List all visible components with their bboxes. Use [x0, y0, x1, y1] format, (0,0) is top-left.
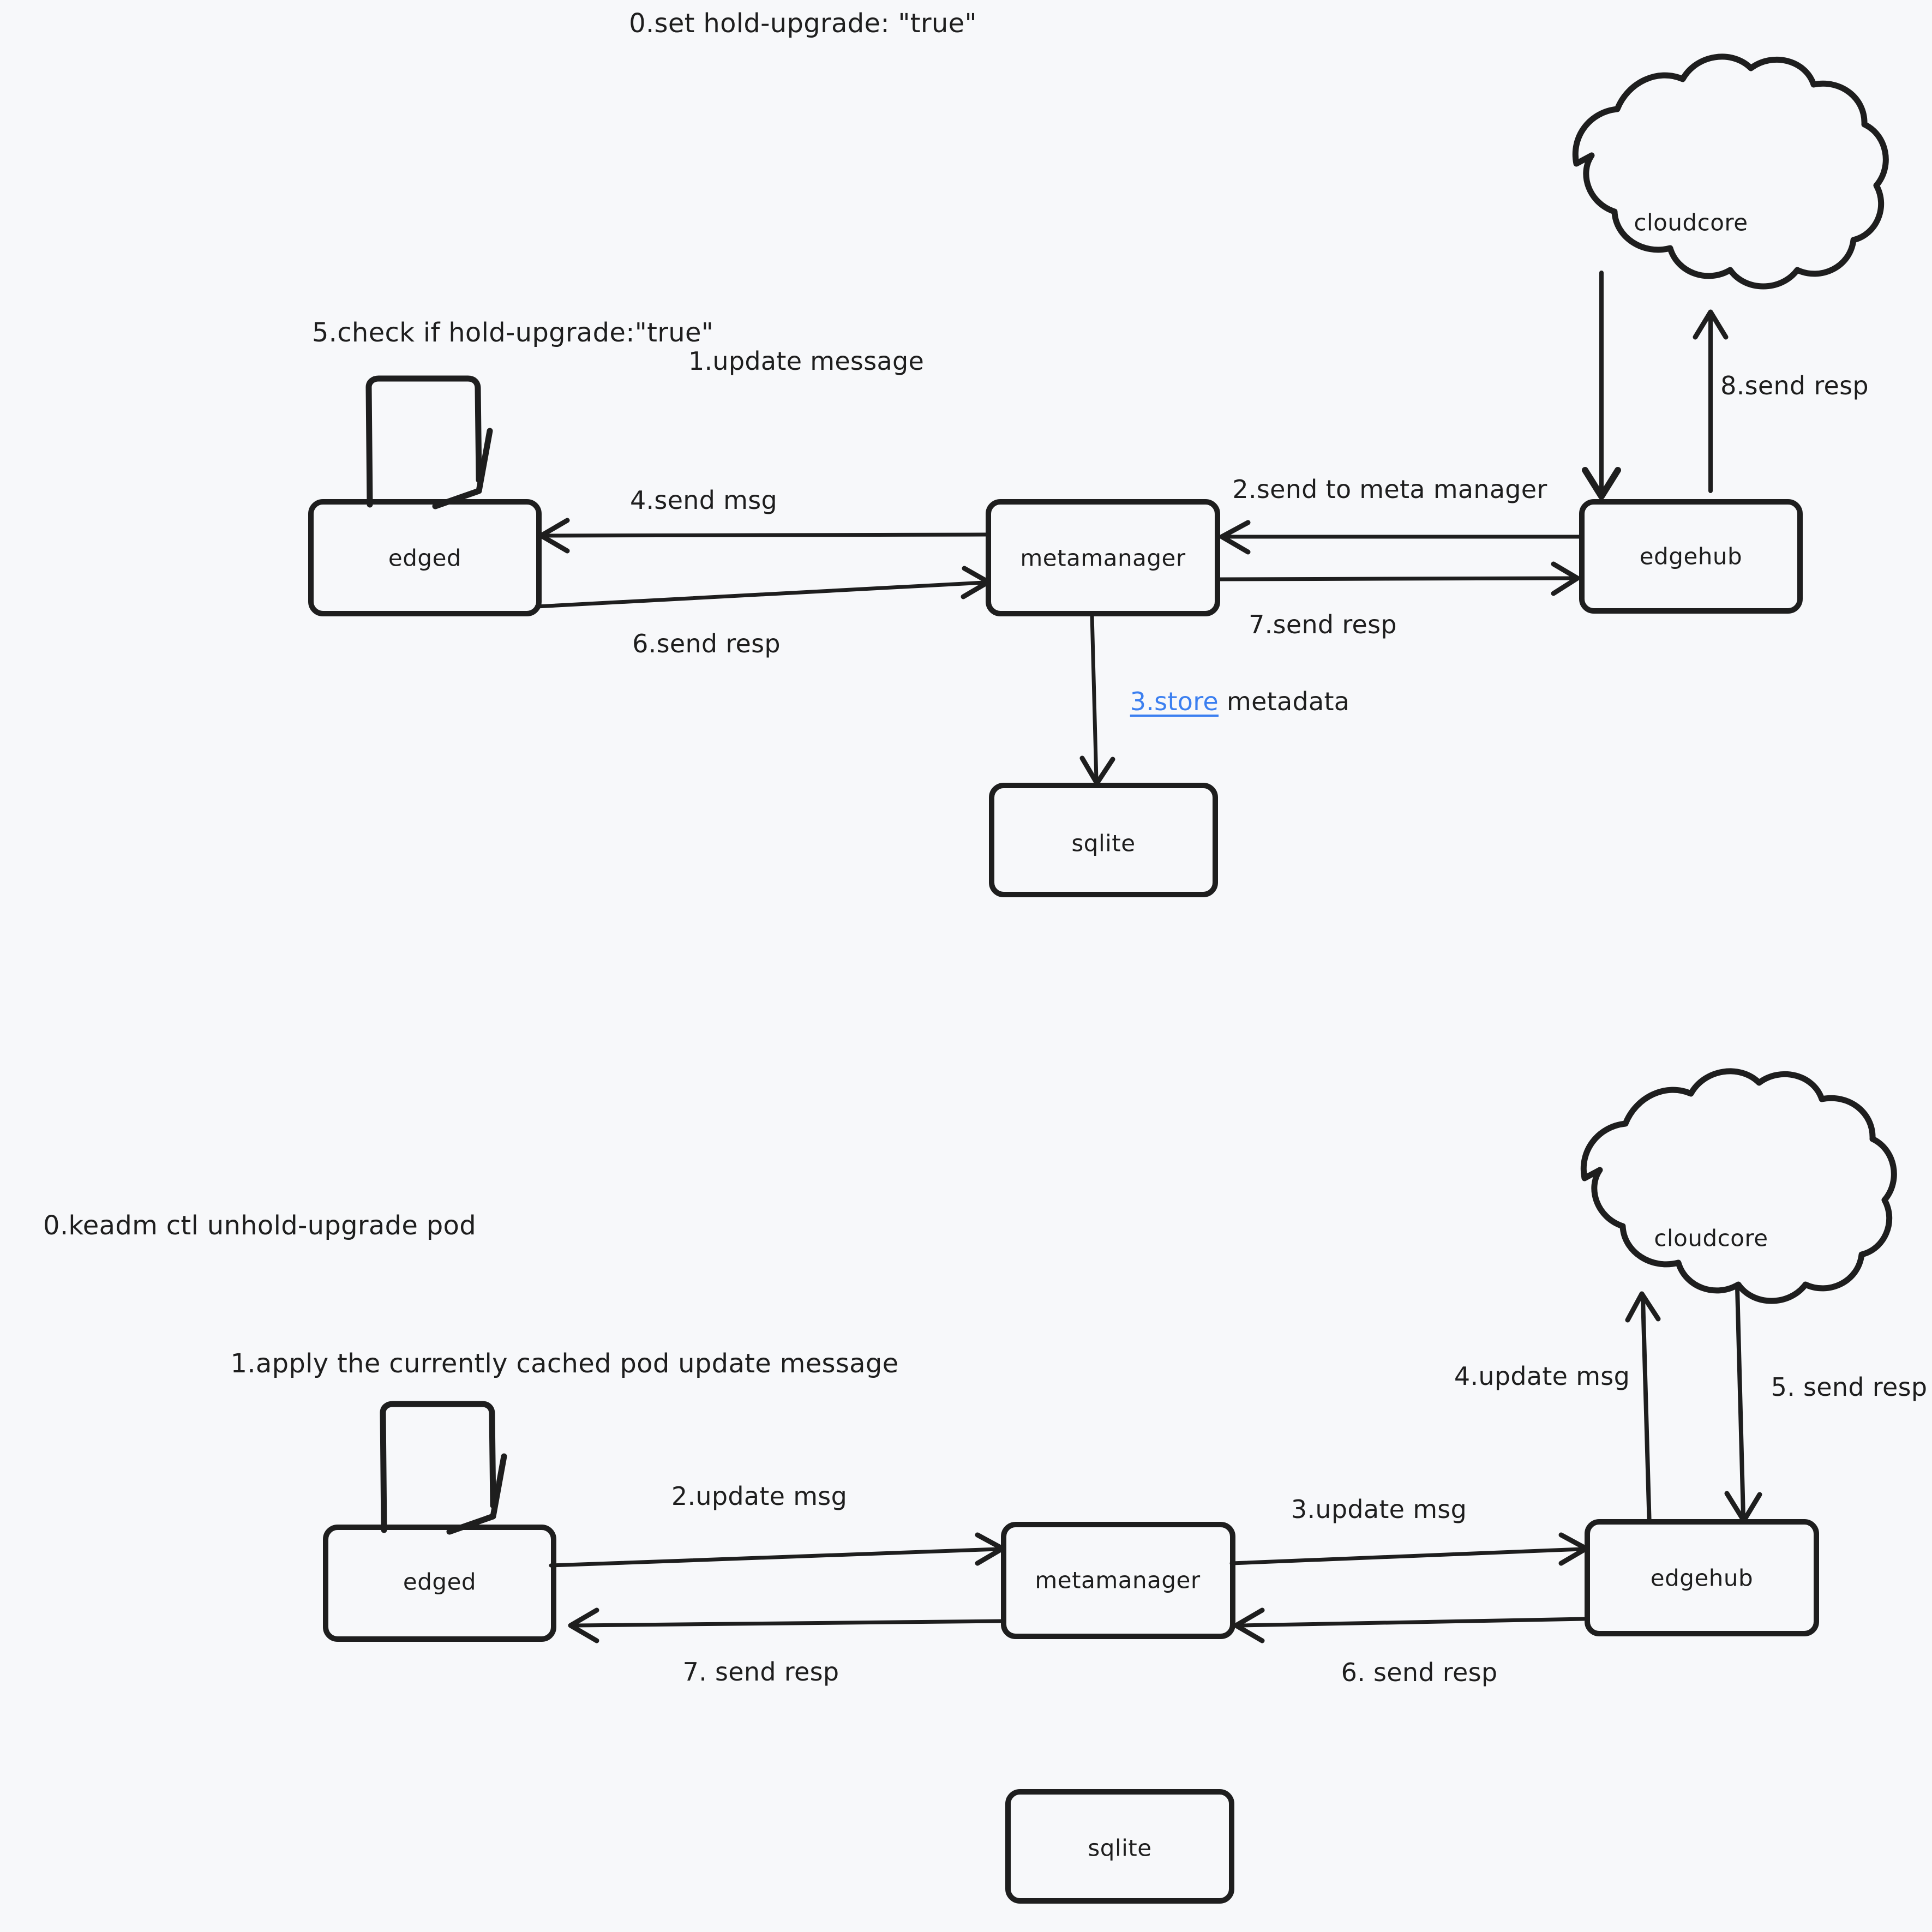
node-label-edgehub-bottom: edgehub — [1650, 1564, 1754, 1592]
edge-metamanager-to-edgehub-top — [1217, 561, 1580, 596]
node-edgehub-bottom[interactable] — [1585, 1519, 1819, 1636]
edge-metamanager-to-edged-top — [538, 518, 988, 554]
node-label-edged-bottom: edged — [403, 1568, 477, 1595]
store-metadata-plain: metadata — [1219, 687, 1350, 716]
edge-edged-to-metamanager-top — [535, 566, 991, 609]
edge-label-3-store-metadata: 3.store metadata — [1130, 687, 1350, 716]
edge-edgehub-to-metamanager-top — [1219, 520, 1582, 555]
edge-label-update-message: 1.update message — [688, 346, 925, 376]
node-edged-top[interactable] — [308, 499, 542, 616]
edge-edged-self-loop-bottom — [380, 1401, 507, 1535]
node-label-cloudcore-top: cloudcore — [1634, 209, 1748, 236]
node-label-cloudcore-bottom: cloudcore — [1654, 1225, 1768, 1252]
edge-edgehub-to-cloudcore-top — [1693, 309, 1729, 493]
edge-edgehub-to-metamanager-bottom — [1233, 1607, 1586, 1643]
edge-cloudcore-to-edgehub-top — [1582, 271, 1621, 500]
edge-label-2-update-msg: 2.update msg — [671, 1481, 848, 1511]
node-cloudcore-top[interactable] — [1572, 53, 1889, 290]
edge-label-7-send-resp-bottom: 7. send resp — [682, 1657, 839, 1687]
edge-metamanager-to-edgehub-bottom — [1229, 1532, 1589, 1566]
edge-label-4-update-msg: 4.update msg — [1454, 1361, 1630, 1391]
node-metamanager-bottom[interactable] — [1001, 1522, 1235, 1639]
edge-label-4-send-msg: 4.send msg — [629, 485, 778, 515]
edge-edgehub-to-cloudcore-bottom — [1625, 1291, 1661, 1529]
edge-label-6-send-resp: 6.send resp — [632, 629, 781, 658]
node-cloudcore-bottom[interactable] — [1580, 1068, 1897, 1304]
node-label-edged-top: edged — [388, 544, 462, 572]
edge-edged-to-metamanager-bottom — [549, 1532, 1005, 1568]
note-check-hold-upgrade: 5.check if hold-upgrade:"true" — [311, 317, 714, 348]
edge-metamanager-to-edged-bottom — [568, 1607, 1004, 1643]
node-edgehub-top[interactable] — [1579, 499, 1803, 614]
edge-metamanager-to-sqlite-top — [1079, 613, 1115, 786]
node-label-metamanager-bottom: metamanager — [1035, 1567, 1201, 1594]
node-sqlite-bottom[interactable] — [1005, 1789, 1234, 1904]
edge-label-7-send-resp: 7.send resp — [1249, 610, 1397, 639]
edge-label-3-update-msg: 3.update msg — [1291, 1495, 1467, 1524]
note-apply-cached-pod-update: 1.apply the currently cached pod update … — [230, 1348, 899, 1379]
store-metadata-link[interactable]: 3.store — [1130, 687, 1219, 716]
node-sqlite-top[interactable] — [989, 783, 1218, 897]
node-metamanager-top[interactable] — [986, 499, 1220, 616]
node-edged-bottom[interactable] — [323, 1525, 556, 1642]
edge-cloudcore-to-edgehub-bottom — [1724, 1285, 1762, 1523]
edge-edged-self-loop-top — [365, 375, 493, 509]
node-label-metamanager-top: metamanager — [1020, 544, 1186, 572]
edge-label-6-send-resp-bottom: 6. send resp — [1341, 1658, 1498, 1687]
node-label-sqlite-top: sqlite — [1071, 830, 1136, 857]
edge-label-2-send-to-meta-manager: 2.send to meta manager — [1232, 475, 1547, 504]
edge-label-5-send-resp: 5. send resp — [1771, 1372, 1928, 1402]
edge-label-8-send-resp: 8.send resp — [1720, 371, 1869, 400]
note-set-hold-upgrade: 0.set hold-upgrade: "true" — [629, 8, 977, 39]
node-label-sqlite-bottom: sqlite — [1088, 1834, 1152, 1862]
node-label-edgehub-top: edgehub — [1639, 543, 1743, 570]
note-keadm-unhold-upgrade: 0.keadm ctl unhold-upgrade pod — [43, 1210, 476, 1241]
